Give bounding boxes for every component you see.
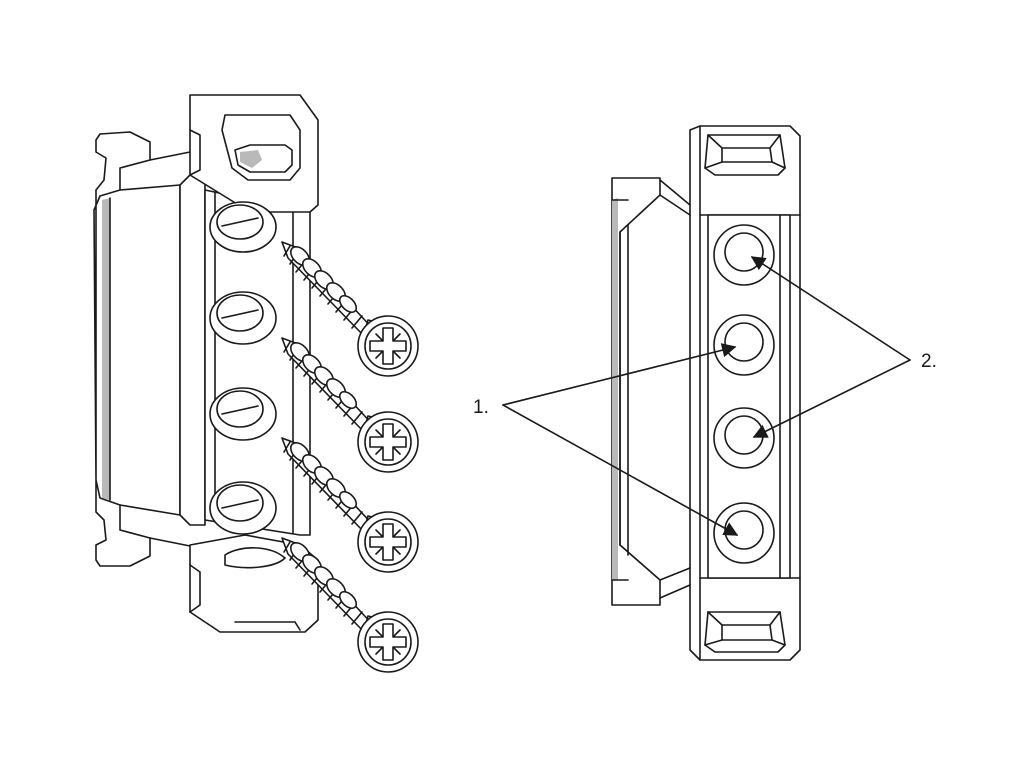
- hinge-body: [179, 174, 206, 526]
- hinge-bottom-block: [189, 534, 319, 633]
- callout-label-2: 2.: [921, 351, 937, 372]
- leader-2-to-hole-3: [752, 359, 911, 438]
- callout-label-1: 1.: [473, 397, 489, 418]
- leader-2-to-hole-1: [750, 256, 911, 361]
- hinge-left-profile-shade: [102, 198, 110, 500]
- leader-1-to-hole-2: [502, 343, 737, 406]
- front-hole-strip: [707, 214, 791, 579]
- leader-1-to-hole-4: [502, 404, 739, 536]
- callout-leaders: [502, 256, 911, 536]
- hinge-assembly-left: [93, 94, 419, 673]
- hinge-front-view-right: [611, 125, 801, 661]
- left-holes: [209, 201, 277, 535]
- front-holes: [713, 224, 775, 564]
- top-slot: [221, 114, 301, 181]
